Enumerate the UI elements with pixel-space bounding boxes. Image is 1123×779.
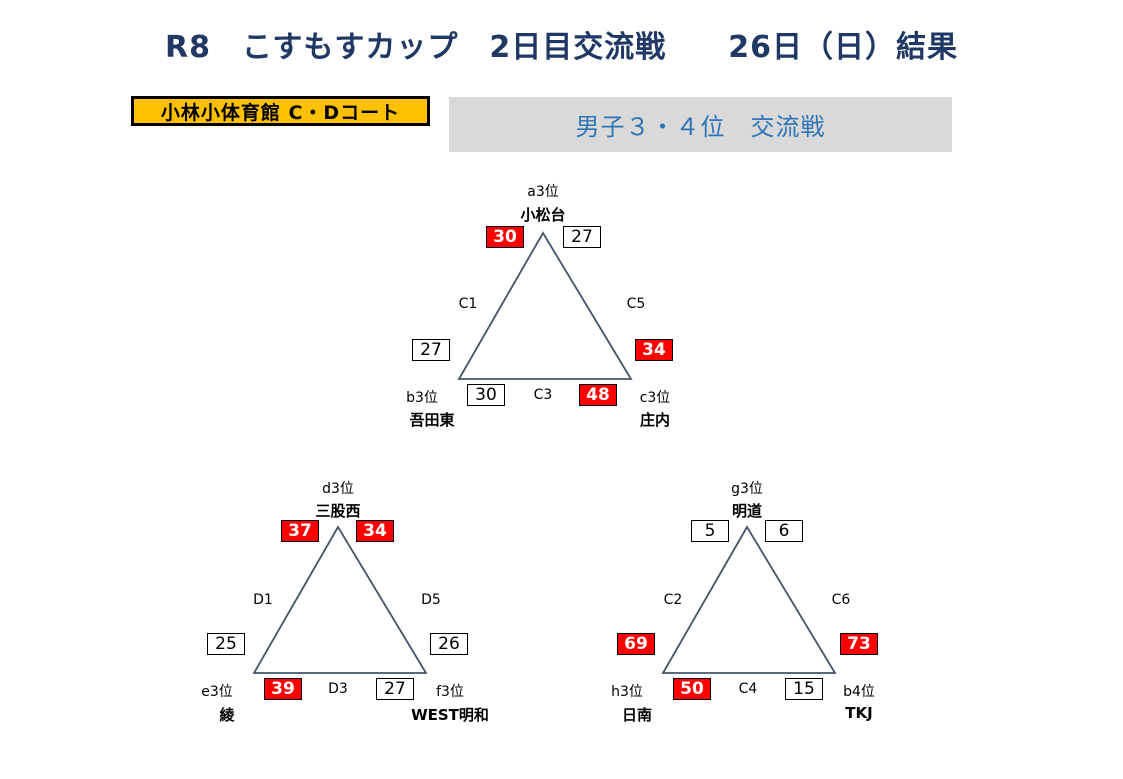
triangle-diagram: [252, 525, 428, 674]
court-label: C3: [533, 387, 553, 403]
score-box: 50: [673, 678, 711, 700]
team-name: 日南: [621, 706, 652, 724]
score-box: 15: [785, 678, 823, 700]
score-box: 27: [412, 339, 450, 361]
court-label: D3: [328, 681, 348, 697]
team-name: 明道: [731, 502, 762, 520]
score-box: 27: [563, 226, 601, 248]
court-label: C1: [458, 296, 478, 312]
court-label: C6: [831, 592, 851, 608]
rank-label: b4位: [843, 684, 875, 700]
team-name: 三股西: [315, 502, 361, 520]
rank-label: h3位: [611, 684, 643, 700]
category-banner: 男子３・４位 交流戦: [449, 97, 952, 152]
team-name: 吾田東: [409, 411, 455, 429]
score-box: 30: [467, 384, 505, 406]
venue-label: 小林小体育館 C・Dコート: [131, 96, 430, 126]
team-name: TKJ: [845, 704, 873, 722]
score-box: 39: [264, 678, 302, 700]
rank-label: a3位: [527, 184, 559, 200]
score-box: 73: [840, 633, 878, 655]
team-name: WEST明和: [411, 706, 489, 724]
court-label: C5: [626, 296, 646, 312]
score-box: 34: [356, 520, 394, 542]
rank-label: g3位: [731, 481, 763, 497]
team-name: 綾: [219, 706, 235, 724]
triangle-diagram: [661, 525, 837, 674]
triangle-diagram: [457, 231, 633, 380]
score-box: 34: [635, 339, 673, 361]
rank-label: b3位: [406, 390, 438, 406]
score-box: 26: [430, 633, 468, 655]
page-title: R8 こすもすカップ 2日目交流戦 26日（日）結果: [165, 30, 958, 65]
score-box: 25: [207, 633, 245, 655]
court-label: D1: [253, 592, 273, 608]
court-label: D5: [421, 592, 441, 608]
rank-label: f3位: [436, 684, 464, 700]
score-box: 6: [765, 520, 803, 542]
rank-label: d3位: [322, 481, 354, 497]
score-box: 48: [579, 384, 617, 406]
score-box: 37: [281, 520, 319, 542]
team-name: 庄内: [639, 411, 670, 429]
score-box: 69: [617, 633, 655, 655]
court-label: C2: [663, 592, 683, 608]
rank-label: e3位: [201, 684, 233, 700]
court-label: C4: [738, 681, 758, 697]
score-box: 30: [486, 226, 524, 248]
score-box: 5: [691, 520, 729, 542]
score-box: 27: [376, 678, 414, 700]
rank-label: c3位: [639, 390, 671, 406]
team-name: 小松台: [520, 206, 566, 224]
